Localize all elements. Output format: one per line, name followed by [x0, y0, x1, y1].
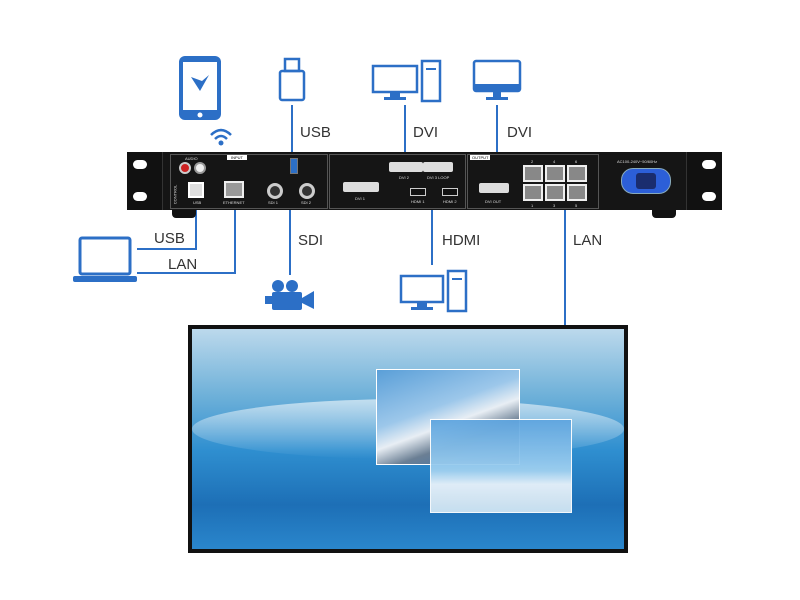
usb-top-line	[291, 105, 293, 167]
input-section	[170, 154, 328, 209]
dvi-in-line	[404, 105, 406, 170]
wifi-icon	[210, 128, 232, 146]
dvi-out-line	[496, 105, 498, 187]
usb-left-line	[137, 248, 196, 250]
panel-sdi1: SDI 1	[268, 200, 279, 205]
hdmi1-port	[410, 188, 426, 196]
panel-power: AC100-240V~50/60Hz	[617, 159, 658, 164]
ethernet-port	[224, 181, 244, 198]
sdi1-port	[267, 183, 283, 199]
dvi-out-port	[479, 183, 509, 193]
output-section	[467, 154, 599, 209]
label-dvi-in: DVI	[413, 124, 439, 141]
panel-dvi-out: DVI OUT	[485, 199, 502, 204]
device-foot	[652, 210, 676, 218]
power-inlet	[621, 168, 671, 194]
lan-left-line	[137, 272, 236, 274]
port-num: 4	[553, 159, 556, 164]
lan-port	[567, 184, 587, 201]
device-foot	[172, 210, 196, 218]
dvi1-port	[343, 182, 379, 192]
panel-dvi3: DVI 3 LOOP	[427, 175, 450, 180]
lan-left-line-v	[234, 200, 236, 274]
usb-stick-icon	[278, 57, 306, 102]
lan-port	[545, 165, 565, 182]
lan-port	[567, 165, 587, 182]
dvi2-port	[389, 162, 423, 172]
lan-right-line	[564, 195, 566, 326]
label-usb-top: USB	[300, 124, 331, 141]
label-sdi: SDI	[298, 232, 324, 249]
panel-output: OUTPUT	[470, 155, 491, 160]
sdi2-port	[299, 183, 315, 199]
port-num: 3	[553, 203, 556, 208]
hdmi-line	[431, 200, 433, 265]
usb-left-line-v	[195, 200, 197, 250]
panel-usb: USB	[193, 200, 202, 205]
panel-audio: AUDIO	[185, 156, 198, 161]
label-lan-right: LAN	[573, 232, 603, 249]
hdmi2-port	[442, 188, 458, 196]
label-dvi-out: DVI	[507, 124, 533, 141]
led-display-screen	[188, 325, 628, 553]
panel-dvi2: DVI 2	[399, 175, 410, 180]
sdi-line	[289, 200, 291, 275]
dvi3-port	[423, 162, 453, 172]
panel-ethernet: ETHERNET	[223, 200, 245, 205]
audio-port-red	[179, 162, 191, 174]
lan-ports	[523, 165, 587, 201]
laptop-icon	[73, 236, 137, 282]
pc-icon-hdmi	[399, 269, 468, 313]
panel-input: INPUT	[227, 155, 247, 160]
camera-icon	[265, 280, 314, 310]
port-num: 1	[531, 203, 534, 208]
label-usb-left: USB	[154, 230, 185, 247]
lan-port	[545, 184, 565, 201]
panel-control: CONTROL	[172, 184, 178, 205]
pc-icon	[371, 59, 442, 103]
port-num: 6	[575, 159, 578, 164]
lan-port	[523, 165, 543, 182]
window-image-ice	[430, 419, 572, 513]
panel-sdi2: SDI 2	[301, 200, 312, 205]
label-lan-left: LAN	[168, 256, 198, 273]
panel-hdmi1: HDMI 1	[411, 199, 425, 204]
panel-dvi1: DVI 1	[355, 196, 366, 201]
lan-port	[523, 184, 543, 201]
monitor-icon	[472, 59, 522, 100]
port-num: 5	[575, 203, 578, 208]
port-num: 2	[531, 159, 534, 164]
phone-icon	[179, 56, 221, 120]
audio-port-white	[194, 162, 206, 174]
video-processor-device: AUDIO INPUT CONTROL USB ETHERNET SDI 1 S…	[127, 152, 722, 210]
panel-hdmi2: HDMI 2	[443, 199, 457, 204]
label-hdmi: HDMI	[442, 232, 481, 249]
dvi-hdmi-section	[329, 154, 466, 209]
usb-a-port	[290, 158, 298, 174]
usb-b-port	[188, 182, 204, 198]
